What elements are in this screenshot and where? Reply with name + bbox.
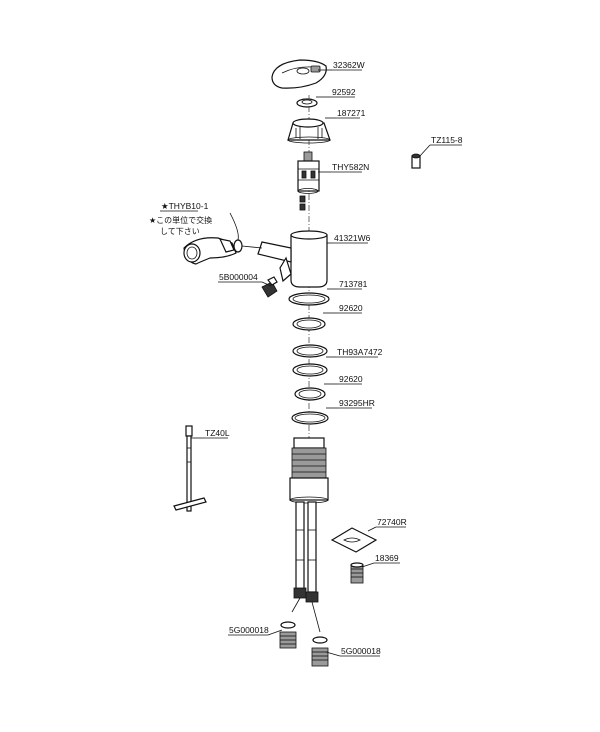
part-label-thyb10-1: ★THYB10-1 — [161, 201, 209, 211]
ring-93295hr-part — [291, 411, 329, 425]
part-label-41321w6: 41321W6 — [334, 233, 371, 243]
part-label-th93a7472: TH93A7472 — [337, 347, 383, 357]
o-ring-92620-upper-part — [292, 317, 326, 331]
fitting-5g000018-left-part — [279, 621, 297, 649]
spout-body-41321w6-part — [257, 230, 328, 288]
part-label-72740r: 72740R — [377, 517, 407, 527]
ring-713781-part — [288, 292, 330, 306]
part-label-92592: 92592 — [332, 87, 356, 97]
part-label-5g000018-left: 5G000018 — [229, 625, 269, 635]
cap-92592-part — [296, 98, 318, 108]
part-label-thy582n: THY582N — [332, 162, 369, 172]
ring-set-th93a7472-part — [292, 344, 328, 377]
part-label-32362w: 32362W — [333, 60, 365, 70]
part-label-18369: 18369 — [375, 553, 399, 563]
part-label-187271: 187271 — [337, 108, 366, 118]
part-label-5b000004: 5B000004 — [219, 272, 258, 282]
note-replace-as-unit: ★この単位で交換 — [149, 215, 212, 225]
connector-5b000004-part — [261, 276, 278, 298]
wrench-tz40l-part — [173, 425, 207, 512]
handle-lever-part — [271, 59, 327, 89]
cover-187271-part — [287, 118, 331, 144]
part-label-93295hr: 93295HR — [339, 398, 375, 408]
part-label-92620-upper: 92620 — [339, 303, 363, 313]
nut-18369-part — [350, 562, 364, 584]
part-label-tz40l: TZ40L — [205, 428, 230, 438]
part-label-92620-lower: 92620 — [339, 374, 363, 384]
cap-tz115-8-part — [411, 153, 421, 169]
part-label-713781: 713781 — [339, 279, 368, 289]
cartridge-thy582n-part — [297, 151, 320, 194]
part-label-tz115-8: TZ115-8 — [431, 135, 463, 145]
supply-hoses-part — [291, 501, 321, 633]
main-body-part — [289, 437, 329, 504]
pull-out-shower-head-part — [183, 237, 263, 265]
part-label-5g000018-right: 5G000018 — [341, 646, 381, 656]
pin-set-part — [299, 195, 306, 211]
note-please: して下さい — [160, 227, 200, 236]
fitting-5g000018-right-part — [311, 636, 329, 667]
o-ring-92620-lower-part — [294, 387, 326, 401]
mounting-plate-72740r-part — [330, 527, 378, 553]
